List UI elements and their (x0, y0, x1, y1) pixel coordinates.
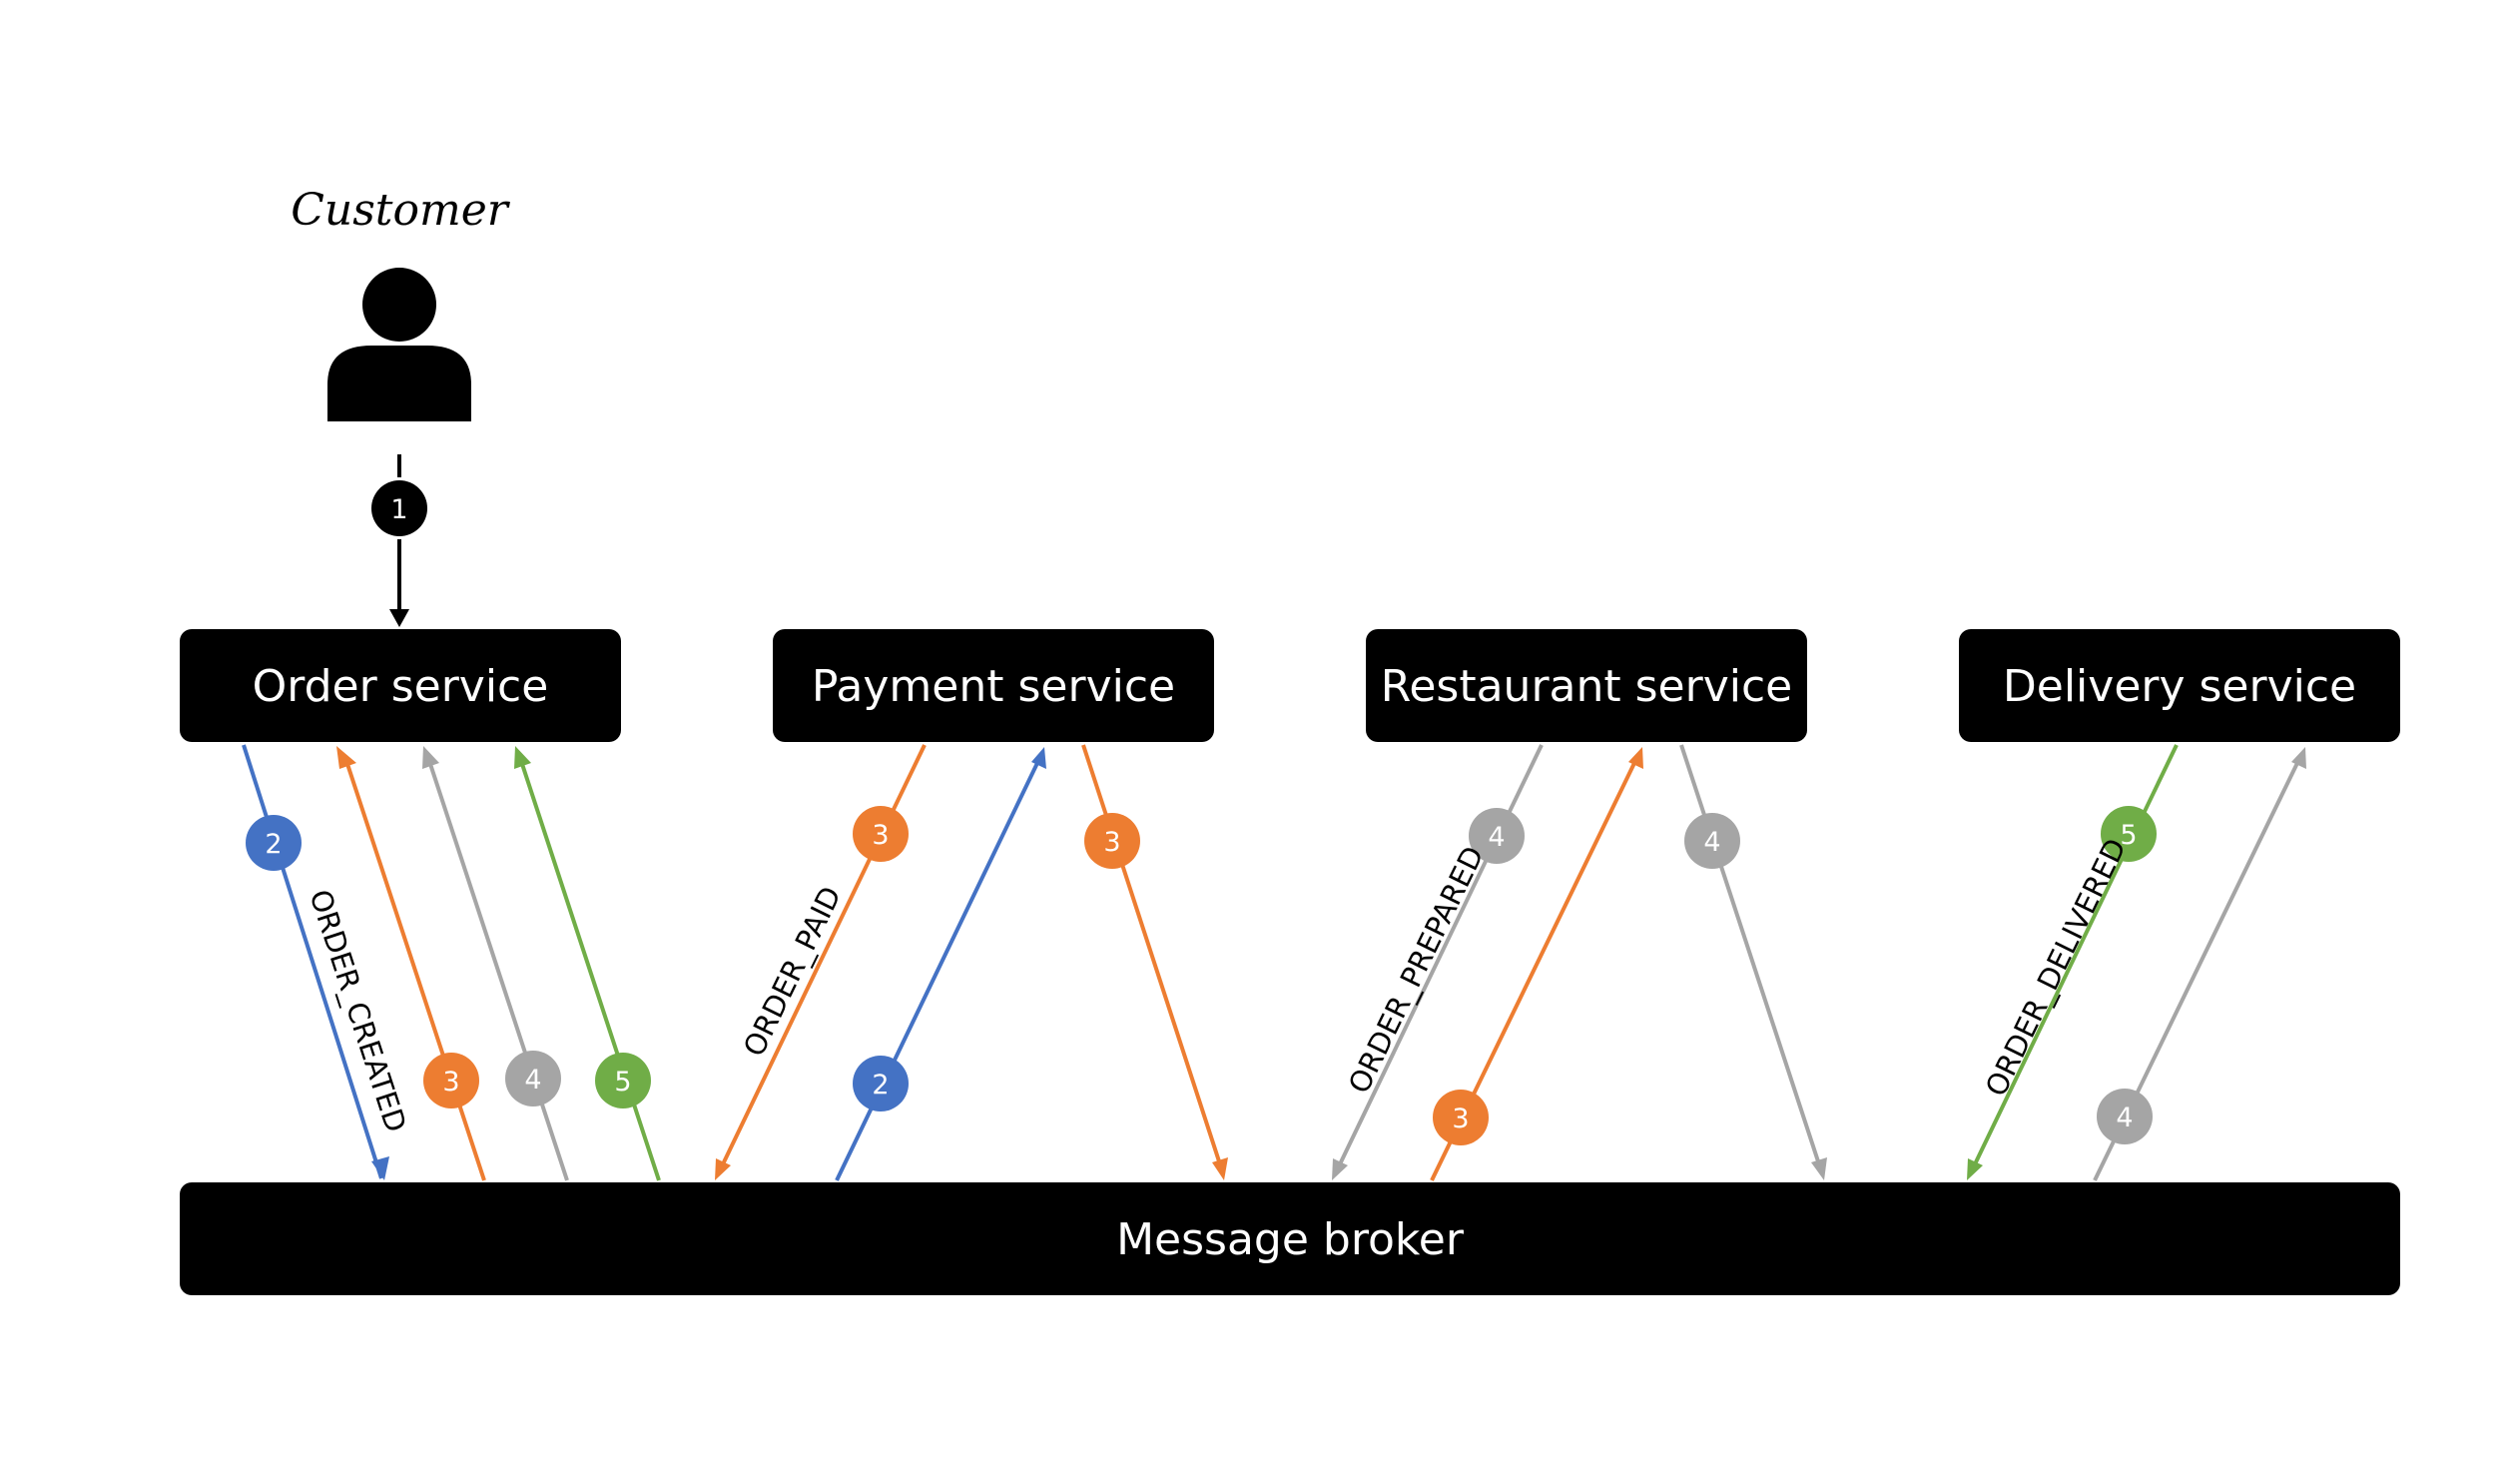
payment-service-box: Payment service (773, 629, 1214, 742)
edge-order-paid-label: ORDER_PAID (737, 881, 849, 1062)
edge-delivered-to-order: 5 (514, 746, 661, 1181)
edge-order-prepared-badge (1469, 808, 1525, 864)
edge-order-created: 2 ORDER_CREATED (242, 744, 413, 1180)
edge-order-paid: 3 ORDER_PAID (715, 744, 927, 1180)
edge-prepared-to-order-badge (505, 1051, 561, 1106)
svg-text:5: 5 (2120, 820, 2137, 851)
edge-delivered-to-order-badge (595, 1053, 651, 1108)
delivery-service-box: Delivery service (1959, 629, 2400, 742)
edge-prepared-to-order: 4 (422, 746, 569, 1181)
svg-text:3: 3 (1103, 827, 1120, 858)
svg-text:3: 3 (872, 820, 889, 851)
svg-text:2: 2 (872, 1070, 889, 1101)
edge-restaurant-to-broker: 4 (1679, 744, 1827, 1180)
svg-text:3: 3 (1452, 1104, 1469, 1134)
edge-payment-to-broker: 3 (1081, 744, 1228, 1180)
customer-to-order-arrow: 1 (371, 454, 427, 627)
person-icon (327, 268, 471, 421)
edge-restaurant-to-broker-badge (1684, 813, 1740, 869)
edge-paid-to-order-badge (423, 1053, 479, 1108)
order-service-box: Order service (180, 629, 621, 742)
edge-order-paid-badge (853, 806, 909, 862)
payment-service-label: Payment service (812, 661, 1175, 712)
edge-payment-to-broker-badge (1084, 813, 1140, 869)
svg-text:3: 3 (442, 1067, 459, 1098)
step-1-badge (371, 480, 427, 536)
restaurant-service-label: Restaurant service (1381, 661, 1792, 712)
edge-created-to-payment-badge (853, 1056, 909, 1111)
svg-text:4: 4 (524, 1065, 541, 1096)
edge-order-delivered-label: ORDER_DELIVERED (1979, 833, 2133, 1102)
svg-text:1: 1 (390, 494, 407, 525)
edge-prepared-to-delivery-badge (2097, 1089, 2153, 1144)
edge-prepared-to-delivery: 4 (2093, 747, 2306, 1181)
order-service-label: Order service (253, 661, 549, 712)
customer-actor: Customer (291, 185, 511, 421)
customer-label: Customer (291, 185, 511, 236)
svg-text:2: 2 (265, 829, 282, 860)
svg-text:4: 4 (1703, 827, 1720, 858)
svg-text:4: 4 (1488, 822, 1505, 853)
restaurant-service-box: Restaurant service (1366, 629, 1807, 742)
edge-order-delivered-badge (2101, 806, 2157, 862)
edge-order-prepared-label: ORDER_PREPARED (1342, 841, 1491, 1099)
edge-paid-to-order: 3 (336, 746, 486, 1181)
edge-paid-to-restaurant-badge (1433, 1090, 1489, 1145)
svg-text:4: 4 (2116, 1103, 2133, 1133)
message-broker-label: Message broker (1116, 1214, 1465, 1265)
edge-order-created-badge (246, 815, 302, 871)
delivery-service-label: Delivery service (2003, 661, 2356, 712)
edge-paid-to-restaurant: 3 (1430, 747, 1643, 1181)
edge-created-to-payment: 2 (835, 747, 1046, 1181)
svg-text:5: 5 (614, 1067, 631, 1098)
message-broker-box: Message broker (180, 1182, 2400, 1295)
